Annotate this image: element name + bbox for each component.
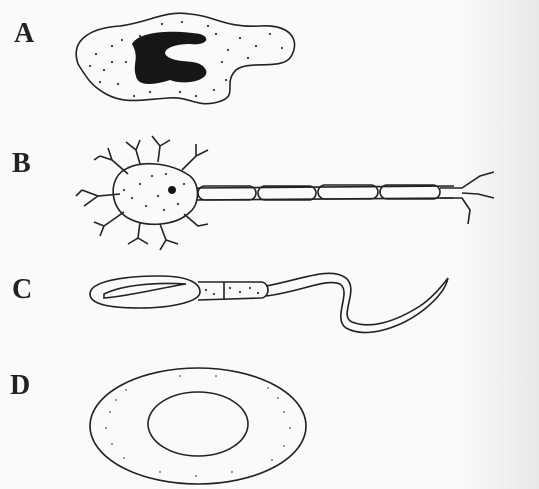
cell-d-red-blood-cell xyxy=(90,368,306,484)
dendrites xyxy=(76,136,208,250)
rbc-rim-stipple xyxy=(105,375,291,477)
midpiece-dots xyxy=(205,287,259,295)
cell-a-white-blood-cell xyxy=(76,13,294,104)
cytoplasm-granules-b xyxy=(123,173,185,211)
cell-c-sperm xyxy=(90,273,448,332)
cell-b-neuron xyxy=(76,136,494,250)
axon xyxy=(196,172,494,224)
